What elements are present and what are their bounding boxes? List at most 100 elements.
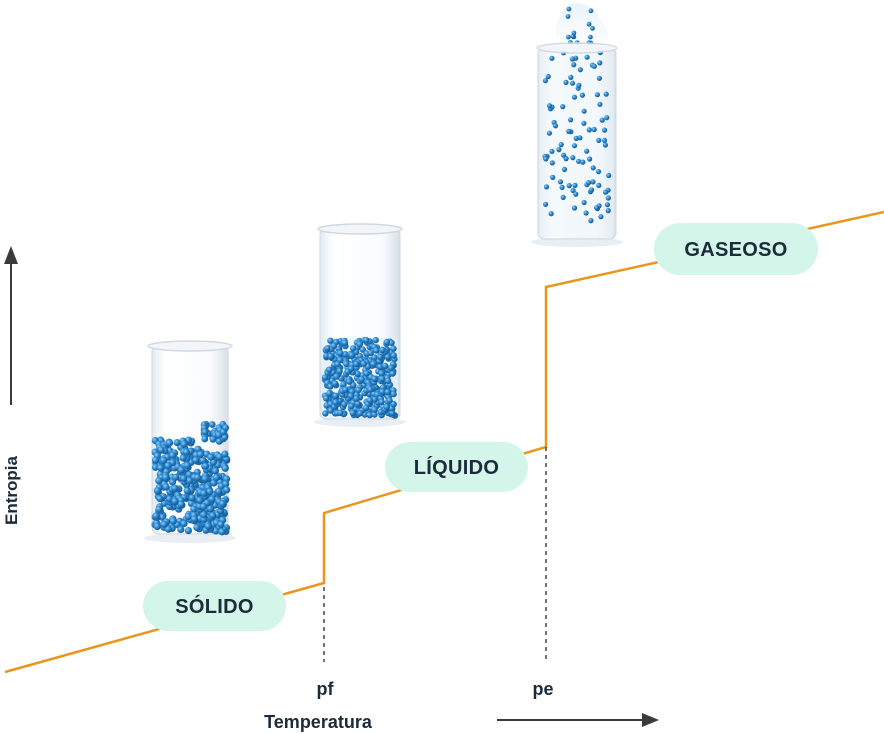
particle [334,360,341,368]
particle [605,208,611,214]
particle [569,80,576,86]
particle [601,137,608,143]
particle [602,142,609,148]
particle [207,453,215,461]
solid-test-tube [144,340,236,543]
particle [173,439,181,447]
particle [324,345,331,352]
particle [219,428,227,436]
gas-phase-label: GASEOSO [684,239,787,261]
solid-particles [151,420,231,536]
particle [177,466,185,474]
particle [591,126,597,133]
particle [157,446,165,454]
particle [599,117,605,123]
particle [332,392,339,399]
particle [588,218,594,224]
particle [389,370,396,377]
particle [598,214,604,220]
solid-phase-label: SÓLIDO [175,594,253,618]
particle [596,137,602,143]
particle [155,505,163,513]
solid-phase-badge: SÓLIDO [143,581,286,631]
particle [543,184,550,190]
particle [358,376,365,383]
particle [162,483,170,491]
particle [546,103,553,109]
particle [215,487,223,495]
particle [180,520,188,528]
particle [356,410,364,417]
liquid-test-tube [314,223,406,427]
particle [177,500,185,508]
particle [342,386,349,393]
particle [590,165,596,171]
particle [557,179,564,185]
particle [382,362,389,370]
particle [342,351,349,358]
particle [336,367,343,375]
y-axis-arrow [4,246,18,405]
particle [566,183,572,189]
particle [367,349,374,357]
particle [156,494,164,503]
particle [383,403,390,411]
particle [321,374,329,381]
particle [182,448,190,456]
particle [570,187,576,194]
particle [188,494,196,502]
particle [362,404,370,412]
particle [378,398,385,406]
particle [388,339,395,347]
particle [594,205,600,211]
particle [343,360,350,368]
particle [177,525,185,534]
particle [340,381,347,388]
particle [333,373,340,380]
x-axis-arrow [497,713,659,727]
particle [151,456,160,464]
particle [355,386,362,394]
particle [604,202,611,208]
particle [588,34,593,40]
particle [571,205,578,211]
particle [349,345,357,352]
particle [160,456,168,464]
particle [571,62,577,68]
particle [327,407,334,414]
liquid-phase-label: LÍQUIDO [414,456,499,479]
particle [206,488,214,496]
particle [384,353,391,361]
particle [354,400,362,407]
y-axis-label: Entropia [2,456,21,525]
particle [577,67,583,73]
particle [603,91,609,97]
particle [377,353,384,361]
particle [542,78,549,84]
particle [371,406,378,413]
particle [341,339,349,347]
particle [384,377,392,384]
particle [201,475,209,483]
particle [590,179,596,185]
particle [348,351,355,359]
particle [179,454,187,462]
particle [165,439,174,447]
particle [190,515,198,523]
particle [200,502,208,511]
particle [597,60,603,66]
particle [373,347,380,354]
particle [360,360,367,367]
particle [212,473,220,482]
particle [169,451,177,459]
particle [543,201,549,207]
particle [337,349,344,357]
particle [221,450,229,458]
particle [560,194,566,200]
particle [384,388,391,396]
particle [354,370,361,377]
particle [200,489,208,497]
particle [322,395,330,402]
particle [376,363,384,370]
